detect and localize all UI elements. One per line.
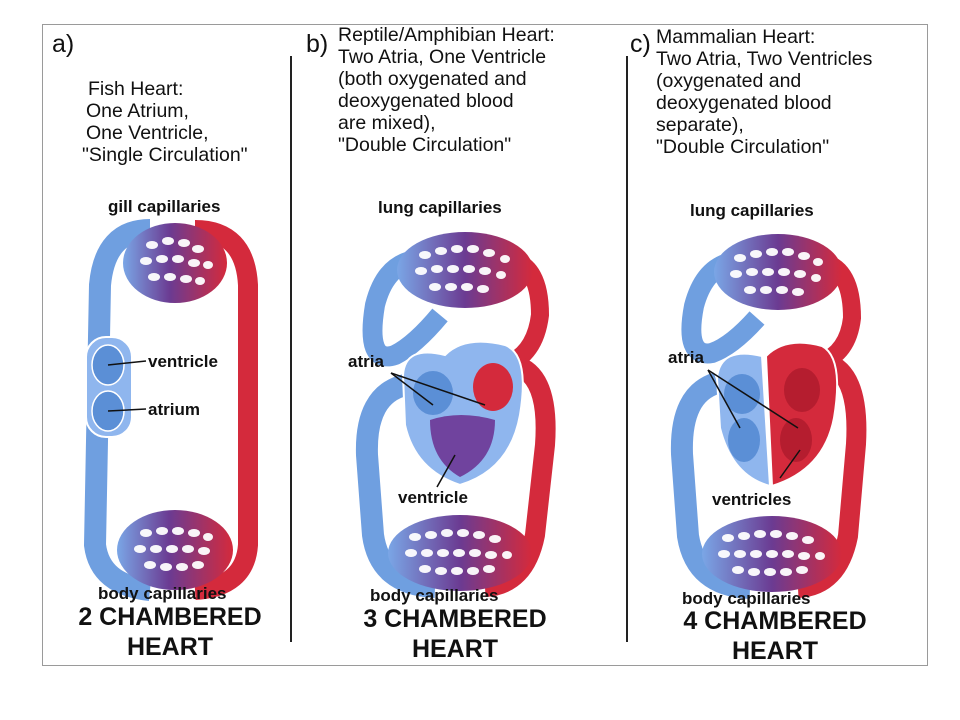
panel-b-label-ventricle: ventricle	[398, 488, 468, 507]
panel-a-label-atrium: atrium	[148, 400, 200, 419]
panel-c-chamber-title: 4 CHAMBERED HEART	[683, 607, 867, 665]
panel-divider-2	[626, 56, 628, 642]
panel-c-label-atria: atria	[668, 348, 704, 367]
panel-b-label-atria: atria	[348, 352, 384, 371]
reptile-circulation-diagram	[355, 232, 556, 598]
panel-a-label-ventricle: ventricle	[148, 352, 218, 371]
panel-c-description: Mammalian Heart: Two Atria, Two Ventricl…	[656, 26, 873, 158]
panel-c-bottom-capillaries: body capillaries	[682, 589, 811, 608]
panel-a-description: Fish Heart: One Atrium, One Ventricle, "…	[82, 78, 248, 166]
panel-a-chamber-title: 2 CHAMBERED HEART	[78, 603, 262, 661]
panel-a-bottom-capillaries: body capillaries	[98, 584, 227, 603]
panel-b-bottom-capillaries: body capillaries	[370, 586, 499, 605]
panel-c-label-ventricles: ventricles	[712, 490, 792, 509]
panel-divider-1	[290, 56, 292, 642]
panel-b-top-capillaries: lung capillaries	[378, 198, 502, 217]
mammal-circulation-diagram	[670, 234, 867, 599]
panel-a-top-capillaries: gill capillaries	[108, 197, 221, 216]
panel-c-letter: c)	[630, 30, 651, 58]
panel-b-chamber-title: 3 CHAMBERED HEART	[363, 605, 547, 663]
panel-a-letter: a)	[52, 30, 75, 58]
panel-b-description: Reptile/Amphibian Heart: Two Atria, One …	[338, 24, 555, 156]
panel-b-letter: b)	[306, 30, 329, 58]
fish-circulation-diagram	[83, 219, 258, 601]
panel-c-top-capillaries: lung capillaries	[690, 201, 814, 220]
